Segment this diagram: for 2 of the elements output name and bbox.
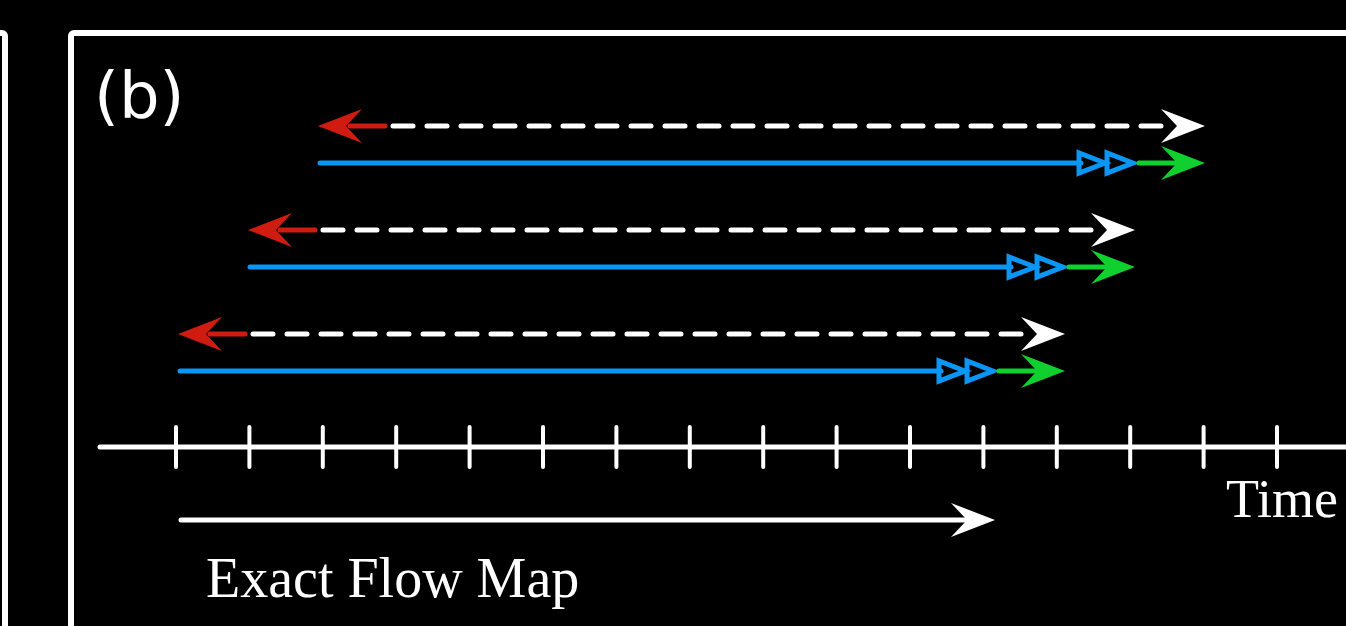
axis-label: Time [1226,472,1339,526]
panel-label: (b) [94,64,185,128]
